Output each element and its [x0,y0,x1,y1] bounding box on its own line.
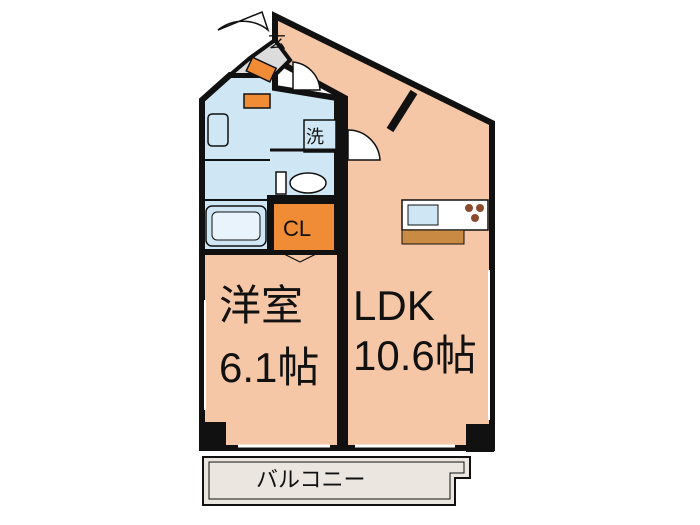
kitchen-cabinet [401,229,465,245]
ldk-door-wall [386,89,418,133]
ldk-name: LDK [353,282,435,329]
entrance-door-icon [217,11,270,33]
balcony-label: バルコニー [256,467,366,492]
ldk-size: 10.6帖 [353,332,477,379]
closet-floor [270,200,338,254]
western-room-size: 6.1帖 [219,344,319,391]
washer-space [303,119,337,153]
vanity-cabinet [243,93,271,109]
ldk-door-icon [347,129,381,161]
western-room-name: 洋室 [219,282,303,329]
column-right [466,424,494,452]
closet-label: CL [283,216,311,241]
sink-icon [207,113,229,147]
column-left [202,422,226,450]
kitchen-sink-icon [407,204,439,226]
entrance-label: 玄 [268,32,286,52]
balcony-floor [202,456,471,506]
shoe-cabinet [245,56,278,83]
stove-burner-icon [465,204,473,212]
entrance-inner-door-icon [292,61,321,91]
toilet-icon [289,172,327,194]
washroom-label: 洗 [306,127,324,147]
toilet-tank [275,171,287,195]
